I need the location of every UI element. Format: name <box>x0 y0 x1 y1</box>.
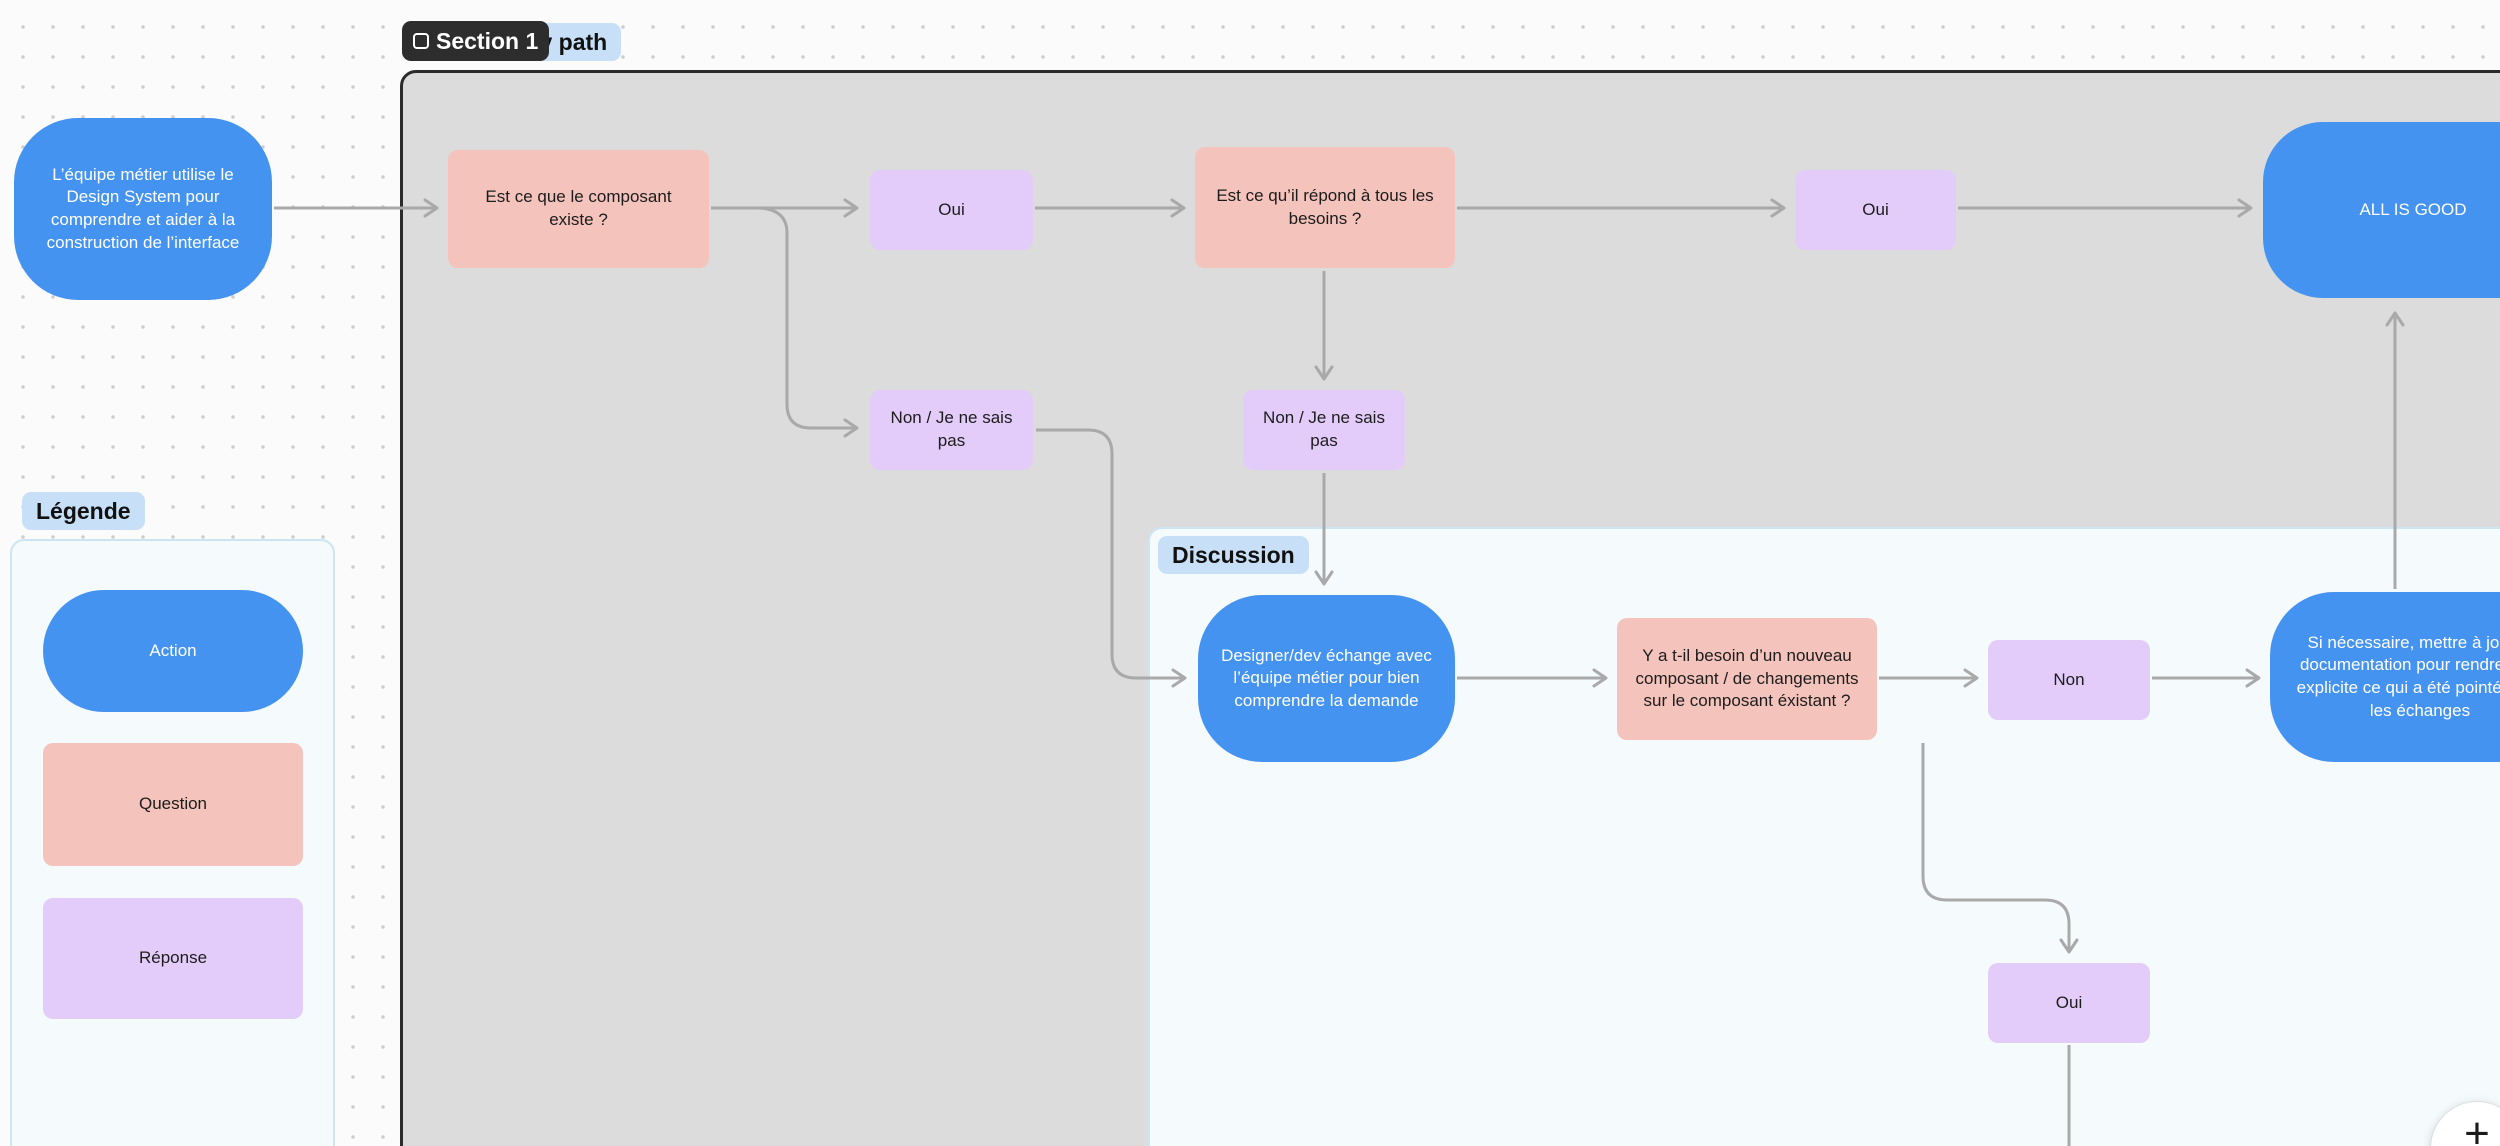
node-question-composant-existe[interactable]: Est ce que le composant existe ? <box>448 150 709 268</box>
node-text: Non <box>2053 669 2085 689</box>
node-text: L’équipe métier utilise le Design System… <box>46 164 240 252</box>
node-text: Oui <box>2055 992 2083 1012</box>
tag-discussion[interactable]: Discussion <box>1158 536 1309 574</box>
node-text: Oui <box>1862 199 1889 219</box>
node-text: Designer/dev échange avec l’équipe métie… <box>1221 645 1432 710</box>
node-question-repond-besoins[interactable]: Est ce qu’il répond à tous les besoins ? <box>1195 147 1455 268</box>
node-text: Est ce qu’il répond à tous les besoins ? <box>1216 185 1434 228</box>
legend-item-action[interactable]: Action <box>43 590 303 712</box>
section-icon <box>413 33 429 49</box>
legend-item-label: Question <box>138 794 208 814</box>
tag-legende[interactable]: Légende <box>22 492 145 530</box>
legend-item-reponse[interactable]: Réponse <box>43 898 303 1019</box>
node-text: Y a t-il besoin d’un nouveau composant /… <box>1635 646 1859 711</box>
node-action-maj-documentation[interactable]: Si nécessaire, mettre à jour la document… <box>2270 592 2500 762</box>
node-text: Non / Je ne sais pas <box>1263 408 1385 450</box>
tag-discussion-label: Discussion <box>1172 541 1295 568</box>
node-question-nouveau-composant[interactable]: Y a t-il besoin d’un nouveau composant /… <box>1617 618 1877 740</box>
legend-item-label: Action <box>149 640 197 660</box>
node-response-non-je-ne-sais-pas-1[interactable]: Non / Je ne sais pas <box>870 390 1033 470</box>
node-response-oui-3[interactable]: Oui <box>1988 963 2150 1043</box>
plus-icon: + <box>2464 1109 2490 1146</box>
node-response-non-je-ne-sais-pas-2[interactable]: Non / Je ne sais pas <box>1243 390 1405 470</box>
node-text: Si nécessaire, mettre à jour la document… <box>2296 632 2500 720</box>
node-action-designer-echange[interactable]: Designer/dev échange avec l’équipe métie… <box>1198 595 1455 762</box>
tag-section-1[interactable]: Section 1 <box>402 21 550 61</box>
node-text: Oui <box>938 199 965 219</box>
legend-item-label: Réponse <box>138 948 208 968</box>
node-action-start[interactable]: L’équipe métier utilise le Design System… <box>14 118 272 300</box>
node-action-all-is-good[interactable]: ALL IS GOOD <box>2263 122 2500 298</box>
node-text: Non / Je ne sais pas <box>890 408 1013 450</box>
legend-item-question[interactable]: Question <box>43 743 303 866</box>
node-text: Est ce que le composant existe ? <box>485 187 672 229</box>
tag-section-1-label: Section 1 <box>436 27 539 54</box>
tag-legende-label: Légende <box>36 497 131 524</box>
node-response-oui-1[interactable]: Oui <box>870 170 1033 250</box>
node-text: ALL IS GOOD <box>2359 199 2467 219</box>
node-response-non-3[interactable]: Non <box>1988 640 2150 720</box>
node-response-oui-2[interactable]: Oui <box>1795 170 1956 250</box>
